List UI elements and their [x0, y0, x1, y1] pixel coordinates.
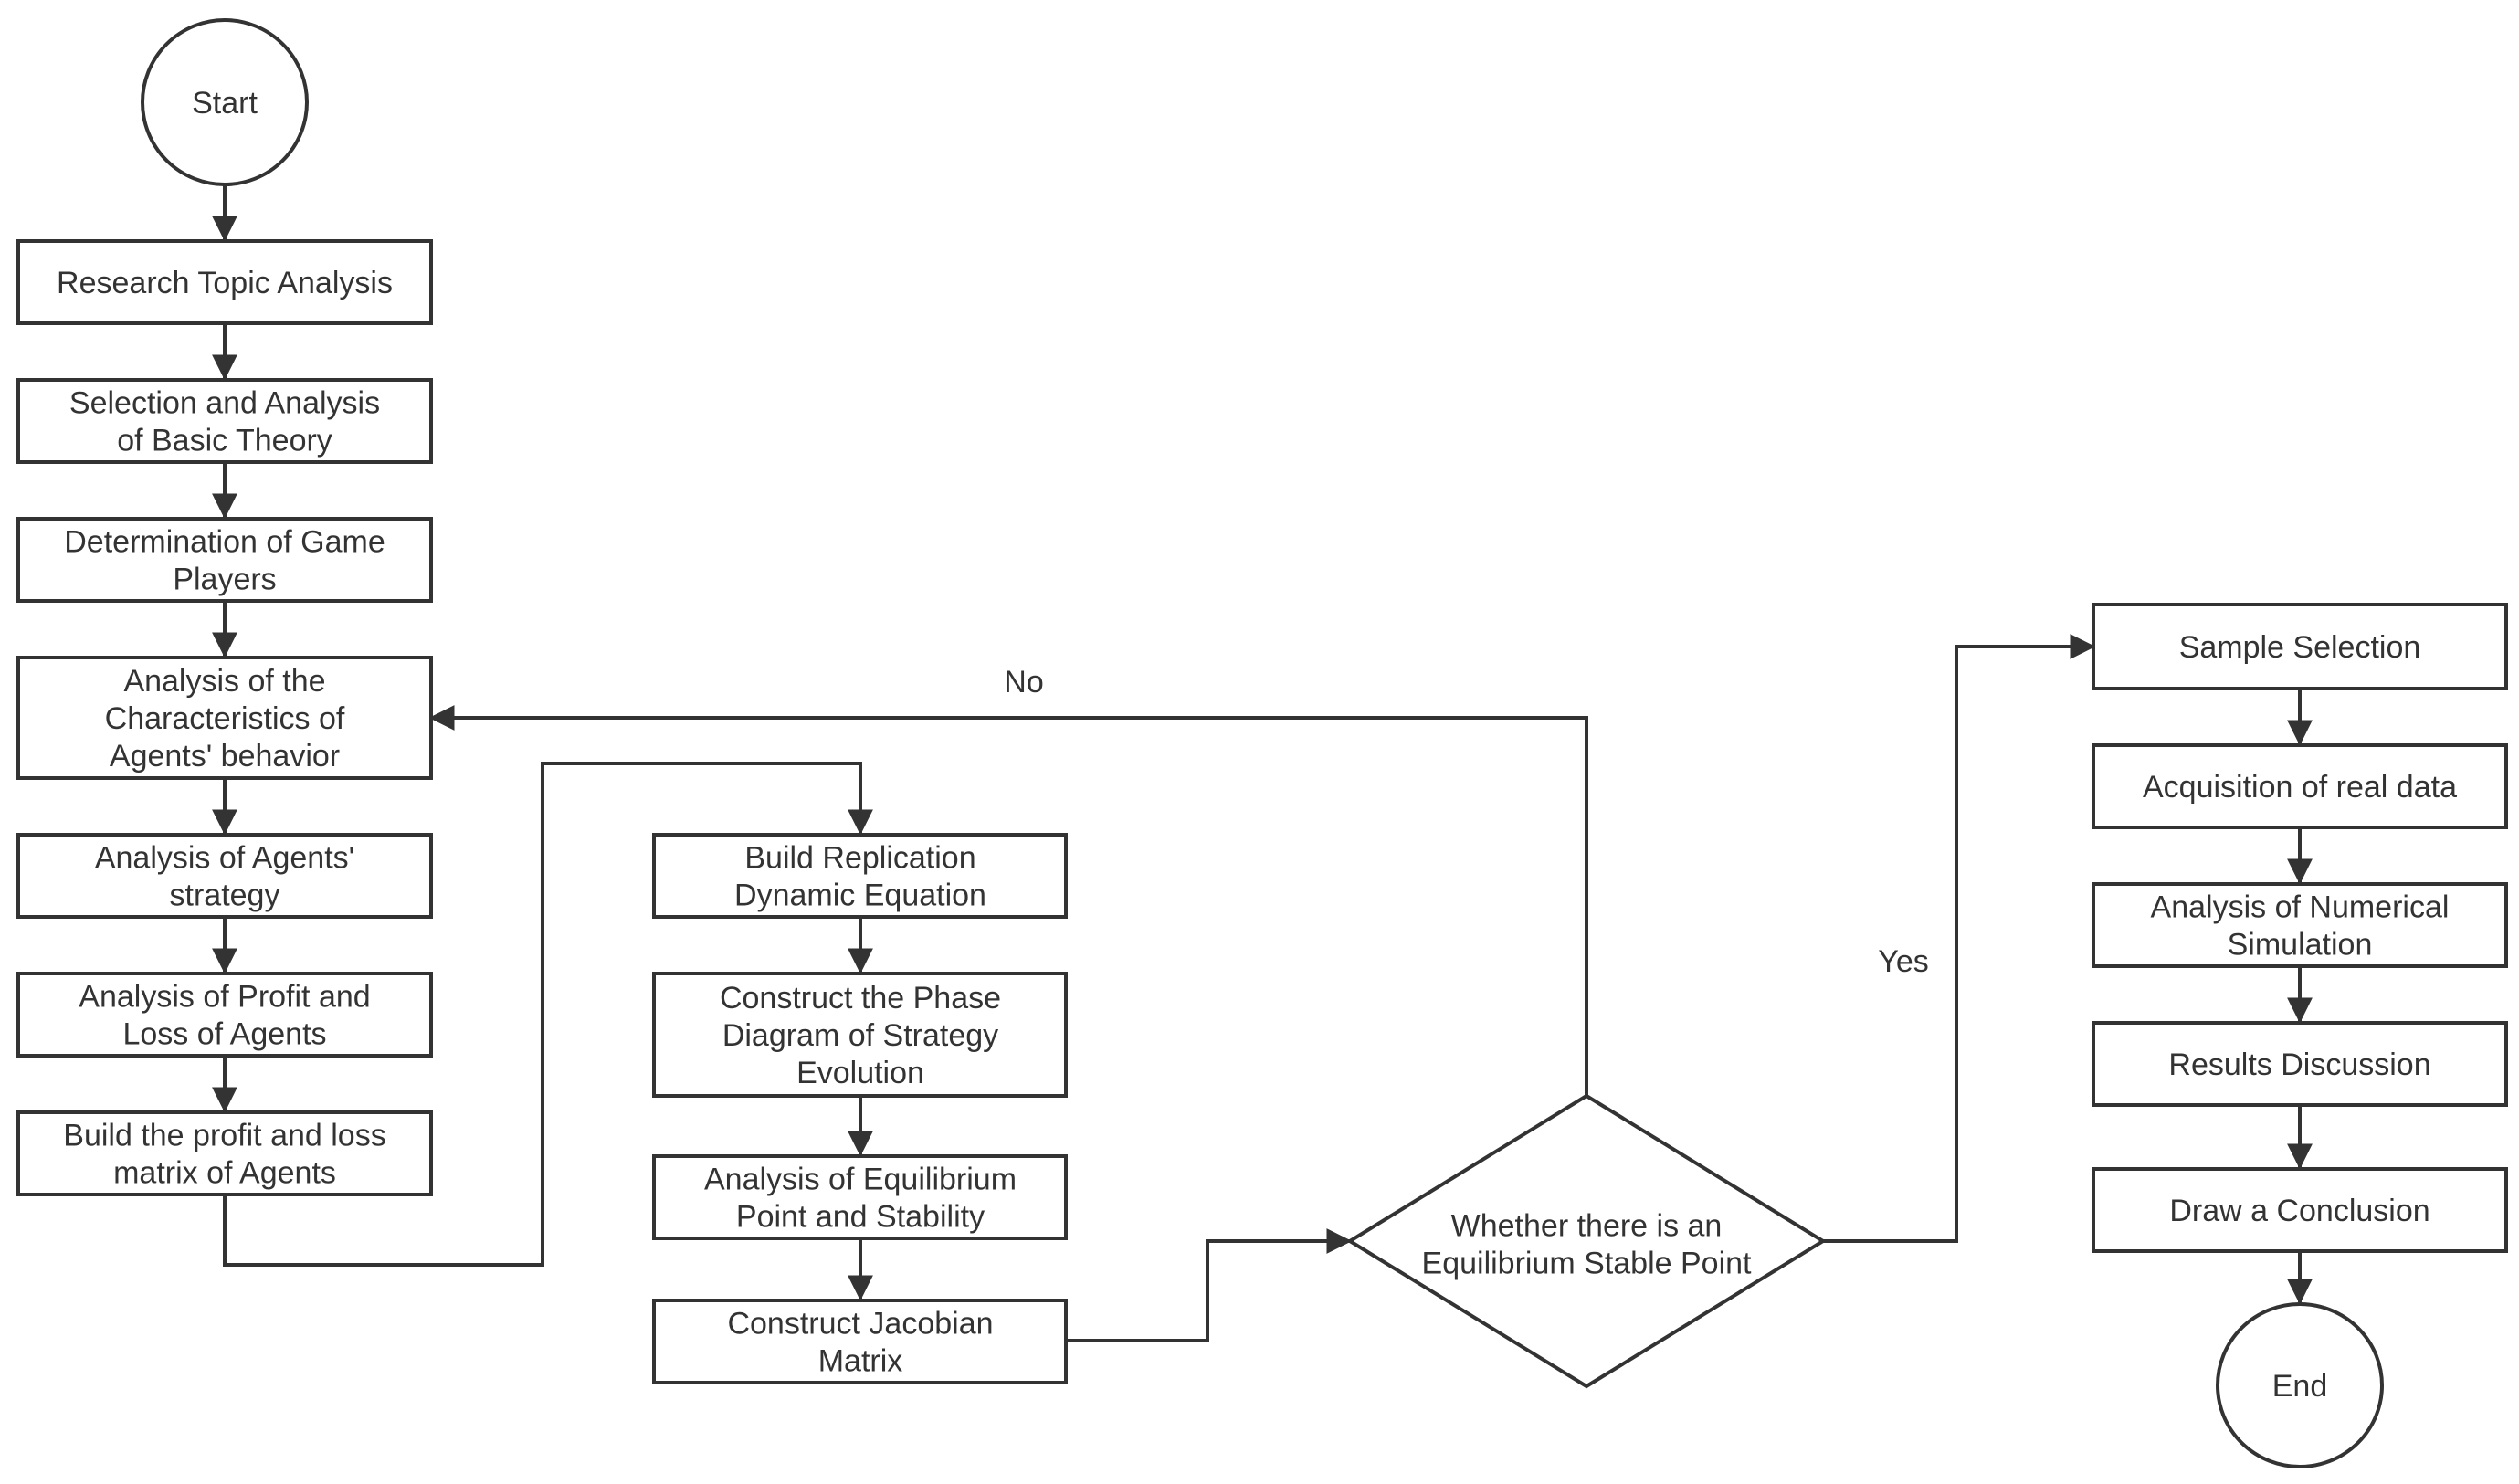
agent-strategy-box: Analysis of Agents'strategy — [16, 833, 433, 919]
results-discussion-box: Results Discussion — [2092, 1021, 2508, 1107]
edge-matrix-to-replication — [223, 762, 873, 1267]
edge-decision-yes — [1823, 634, 2096, 1243]
real-data-label: Acquisition of real data — [2143, 770, 2457, 805]
edge-jacobian-to-decision — [1066, 1228, 1353, 1342]
conclusion-label: Draw a Conclusion — [2169, 1194, 2429, 1228]
real-data-box: Acquisition of real data — [2092, 743, 2508, 829]
edge-decision-no — [428, 705, 1588, 1096]
edges — [212, 184, 2313, 1342]
end-node: End — [2216, 1302, 2384, 1468]
yes-label: Yes — [1878, 944, 1928, 979]
no-label: No — [1004, 665, 1043, 700]
sample-selection-label: Sample Selection — [2179, 630, 2421, 665]
results-discussion-label: Results Discussion — [2168, 1047, 2430, 1082]
end-node-label: End — [2272, 1369, 2328, 1404]
sample-selection-box: Sample Selection — [2092, 603, 2508, 690]
research-topic-label: Research Topic Analysis — [57, 266, 393, 300]
conclusion-box: Draw a Conclusion — [2092, 1167, 2508, 1253]
agent-strategy-label: Analysis of Agents'strategy — [95, 841, 354, 913]
research-topic-box: Research Topic Analysis — [16, 239, 433, 325]
start-node-label: Start — [192, 86, 258, 121]
start-node: Start — [141, 18, 309, 186]
